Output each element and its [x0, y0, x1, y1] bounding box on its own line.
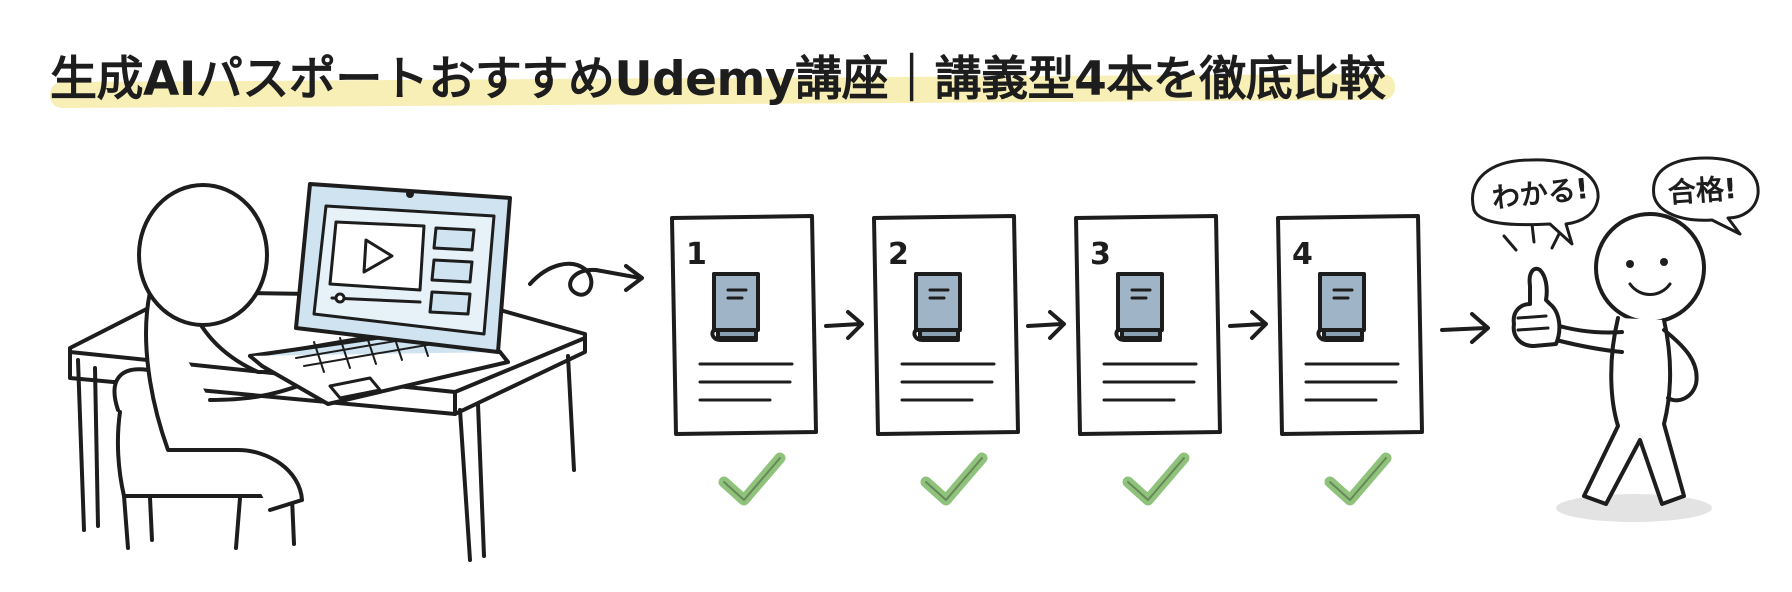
flow-arrow: [1228, 310, 1268, 340]
flow-arrow: [824, 310, 864, 340]
course-number-2: 2: [888, 237, 909, 272]
flow-arrow: [1440, 312, 1490, 344]
check-icon: [920, 452, 988, 506]
speech-bubble-right: [1652, 156, 1760, 236]
page-title: 生成AIパスポートおすすめUdemy講座｜講義型4本を徹底比較: [50, 52, 1386, 107]
flow-arrow: [1026, 310, 1066, 340]
course-card-1: [670, 214, 818, 506]
book-icon: [1316, 272, 1366, 342]
course-number-1: 1: [686, 237, 707, 272]
course-card-3: [1074, 214, 1222, 506]
check-icon: [1324, 452, 1392, 506]
curly-arrow: [528, 261, 642, 297]
check-icon: [718, 452, 786, 506]
speech-bubble-left: [1471, 158, 1600, 246]
course-card-4: [1276, 214, 1424, 506]
happy-person-head: [1594, 212, 1706, 324]
thumbs-up-icon: [1511, 266, 1562, 348]
student-head: [137, 183, 269, 327]
course-number-3: 3: [1090, 237, 1111, 272]
play-icon: [362, 238, 394, 274]
laptop: [248, 182, 512, 406]
title-block: 生成AIパスポートおすすめUdemy講座｜講義型4本を徹底比較: [49, 36, 1410, 109]
check-icon: [1122, 452, 1190, 506]
course-card-2: [872, 214, 1020, 506]
book-icon: [710, 272, 760, 342]
happy-person: [1502, 212, 1712, 522]
course-number-4: 4: [1292, 237, 1313, 272]
book-icon: [1114, 272, 1164, 342]
speech-text-right: 合格!: [1667, 172, 1738, 210]
book-icon: [912, 272, 962, 342]
student-body: [144, 290, 304, 512]
